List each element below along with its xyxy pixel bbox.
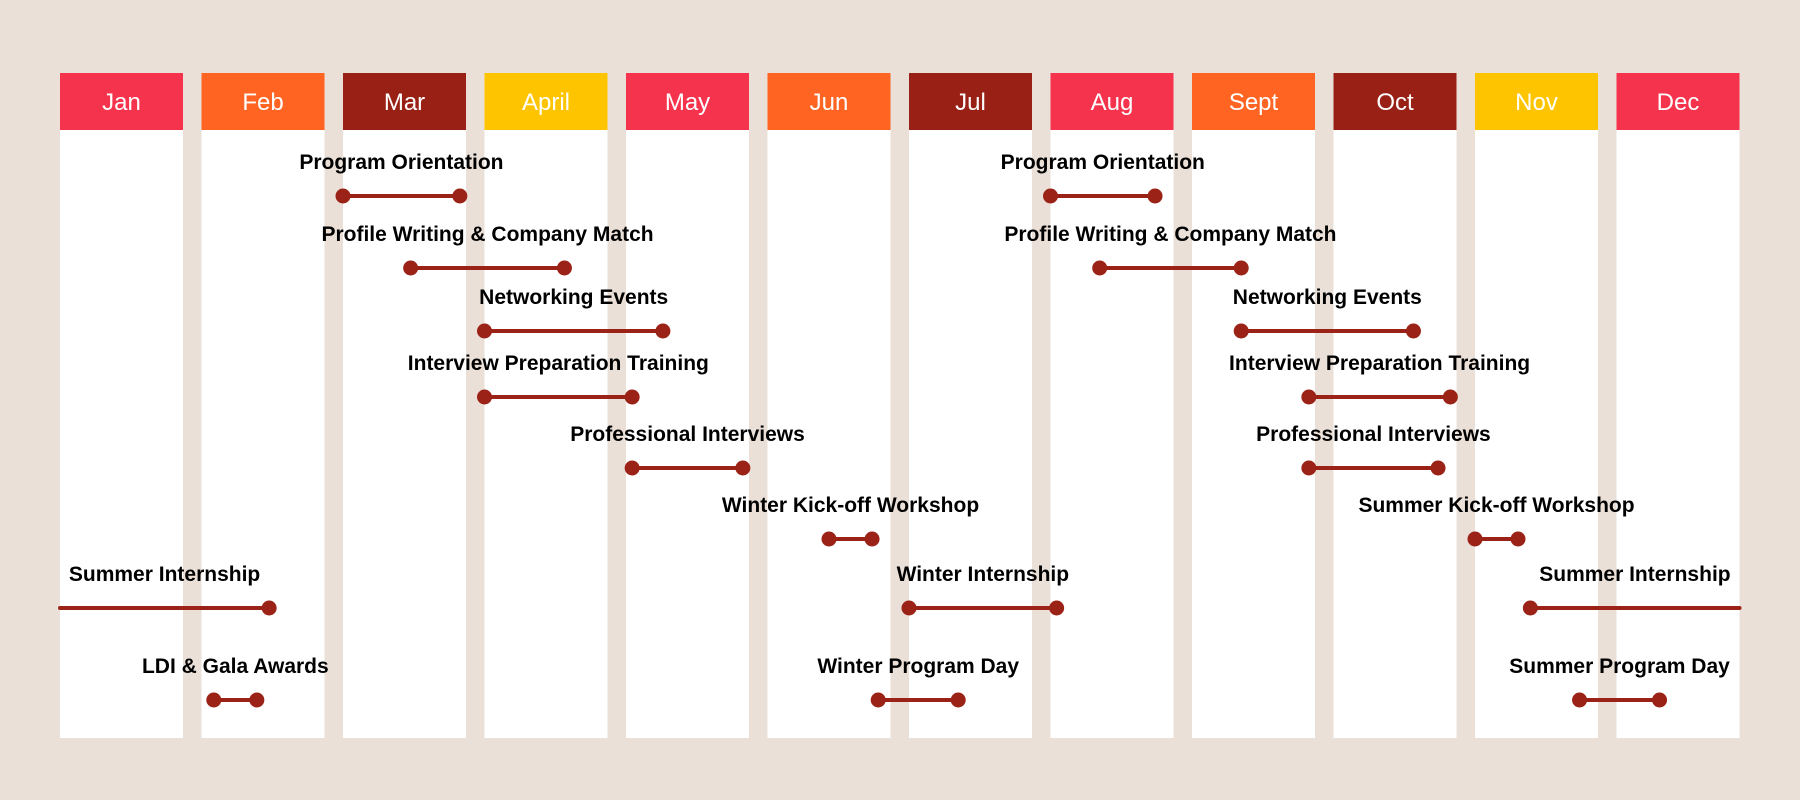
- event-start-dot: [1043, 188, 1058, 204]
- month-column-aug: [1050, 73, 1174, 738]
- month-header-april: [484, 73, 608, 130]
- month-header-mar: [343, 73, 466, 130]
- event-end-dot: [1233, 260, 1249, 276]
- event-start-dot: [1467, 531, 1483, 547]
- event-start-dot: [477, 323, 492, 339]
- month-header-sept: [1192, 73, 1315, 130]
- month-label: Aug: [1091, 89, 1134, 116]
- event-label: Summer Program Day: [1509, 655, 1730, 678]
- event-label: Program Orientation: [299, 151, 503, 174]
- event-label: Networking Events: [479, 286, 668, 309]
- month-column-jan: [60, 73, 183, 738]
- month-label: Sept: [1229, 89, 1279, 116]
- event-end-dot: [249, 692, 265, 708]
- event-label: Professional Interviews: [570, 423, 805, 446]
- event-end-dot: [950, 692, 966, 708]
- month-label: Nov: [1515, 89, 1558, 116]
- event-start-dot: [1301, 389, 1317, 405]
- month-column-feb: [201, 73, 325, 738]
- event-start-dot: [1572, 692, 1588, 708]
- month-label: May: [665, 89, 710, 116]
- event-start-dot: [624, 460, 640, 476]
- event-start-dot: [403, 260, 419, 276]
- month-column-jul: [909, 73, 1032, 738]
- event-label: Summer Kick-off Workshop: [1358, 494, 1634, 517]
- month-header-jun: [767, 73, 891, 130]
- event-end-dot: [1442, 389, 1458, 405]
- event-label: Interview Preparation Training: [1229, 352, 1530, 375]
- event-start-dot: [335, 188, 351, 204]
- event-label: Summer Internship: [1539, 563, 1730, 586]
- event-label: Profile Writing & Company Match: [321, 223, 653, 246]
- month-column-oct: [1333, 73, 1457, 738]
- month-header-feb: [201, 73, 325, 130]
- event-start-dot: [1522, 600, 1538, 616]
- event-start-dot: [870, 692, 886, 708]
- month-column-april: [484, 73, 608, 738]
- event-end-dot: [1510, 531, 1526, 547]
- month-label: Feb: [242, 89, 283, 116]
- event-label: Profile Writing & Company Match: [1004, 223, 1336, 246]
- month-header-jan: [60, 73, 183, 130]
- event-label: Winter Program Day: [817, 655, 1019, 678]
- event-end-dot: [624, 389, 640, 405]
- event-end-dot: [556, 260, 572, 276]
- month-header-oct: [1333, 73, 1457, 130]
- event-end-dot: [1147, 188, 1163, 204]
- event-start-dot: [206, 692, 222, 708]
- month-label: Mar: [384, 89, 425, 116]
- month-label: Jun: [810, 89, 849, 116]
- event-label: Professional Interviews: [1256, 423, 1491, 446]
- month-label: Oct: [1376, 89, 1414, 116]
- event-end-dot: [1430, 460, 1446, 476]
- event-start-dot: [477, 389, 492, 405]
- event-end-dot: [261, 600, 277, 616]
- event-end-dot: [864, 531, 880, 547]
- event-label: Interview Preparation Training: [408, 352, 709, 375]
- event-label: Summer Internship: [69, 563, 260, 586]
- month-label: Jul: [955, 89, 986, 116]
- event-start-dot: [821, 531, 837, 547]
- month-column-mar: [343, 73, 466, 738]
- event-end-dot: [1652, 692, 1668, 708]
- month-label: April: [522, 89, 570, 116]
- event-end-dot: [452, 188, 468, 204]
- event-start-dot: [1233, 323, 1249, 339]
- month-header-aug: [1050, 73, 1174, 130]
- month-header-may: [626, 73, 749, 130]
- month-column-nov: [1475, 73, 1598, 738]
- month-column-sept: [1192, 73, 1315, 738]
- month-label: Jan: [102, 89, 141, 116]
- month-header-dec: [1616, 73, 1740, 130]
- event-label: Program Orientation: [1001, 151, 1205, 174]
- month-column-may: [626, 73, 749, 738]
- event-label: Winter Kick-off Workshop: [722, 494, 979, 517]
- month-column-dec: [1616, 73, 1740, 738]
- event-end-dot: [735, 460, 751, 476]
- event-end-dot: [1405, 323, 1421, 339]
- event-label: Networking Events: [1233, 286, 1422, 309]
- event-start-dot: [1092, 260, 1108, 276]
- month-label: Dec: [1657, 89, 1700, 116]
- event-end-dot: [655, 323, 671, 339]
- event-start-dot: [901, 600, 917, 616]
- month-header-nov: [1475, 73, 1598, 130]
- event-end-dot: [1049, 600, 1065, 616]
- month-header-jul: [909, 73, 1032, 130]
- event-start-dot: [1301, 460, 1317, 476]
- event-label: LDI & Gala Awards: [142, 655, 329, 678]
- event-label: Winter Internship: [897, 563, 1069, 586]
- month-column-jun: [767, 73, 891, 738]
